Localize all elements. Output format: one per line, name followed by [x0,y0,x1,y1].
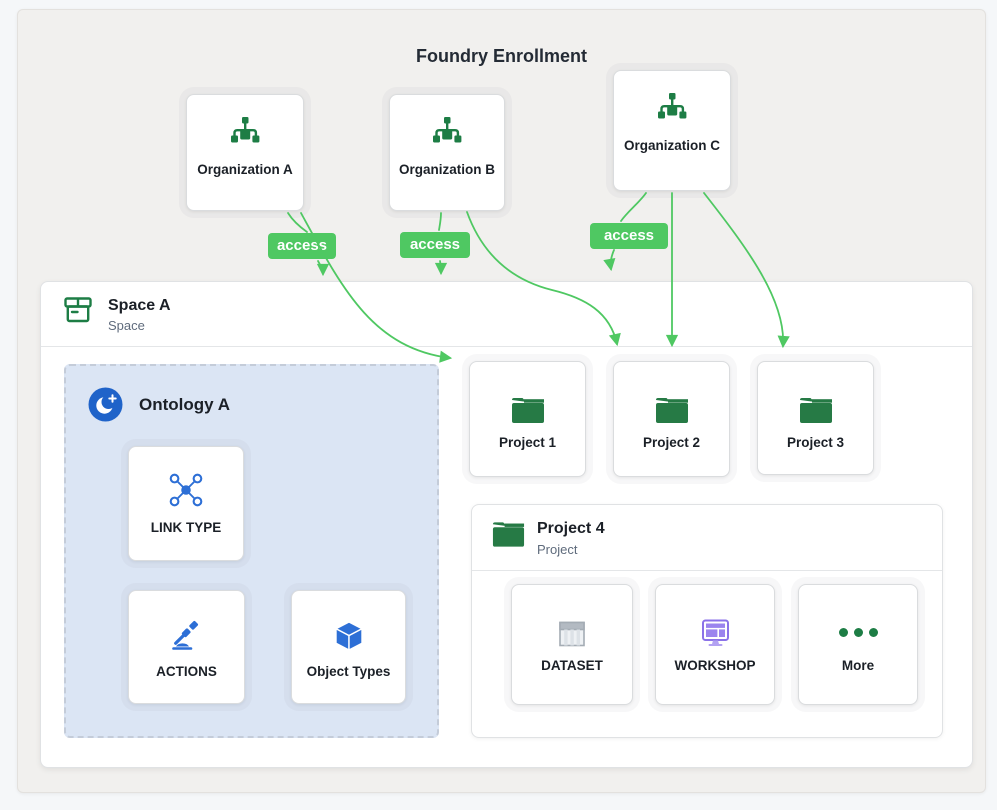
access-badge: access [590,223,668,249]
folder-icon [654,362,690,426]
page-title: Foundry Enrollment [416,46,587,66]
space-a-container: Space A Space Ontology A [40,281,973,768]
folder-icon [491,520,526,555]
project-label: Project 1 [498,435,557,450]
organization-c-card: Organization C [613,70,731,191]
object-types-label: Object Types [306,664,391,679]
ontology-moon-icon [88,387,123,427]
object-types-card: Object Types [291,590,406,704]
link-type-icon [165,447,207,511]
workshop-label: WORKSHOP [674,658,756,673]
project-4-subtitle: Project [537,542,578,557]
dataset-label: DATASET [541,658,603,673]
organization-label: Organization B [398,162,495,177]
project-4-header: Project 4 Project [472,505,942,571]
more-label: More [841,658,875,673]
project-2-card: Project 2 [613,361,730,477]
link-type-card: LINK TYPE [128,446,244,561]
project-1-card: Project 1 [469,361,586,477]
dataset-card: DATASET [511,584,633,705]
space-subtitle: Space [108,318,145,333]
organization-label: Organization C [623,138,720,153]
space-box-icon [62,293,94,332]
object-types-cube-icon [330,591,368,655]
organization-a-card: Organization A [186,94,304,211]
actions-label: ACTIONS [156,664,217,679]
ontology-title: Ontology A [139,395,230,414]
actions-card: ACTIONS [128,590,245,704]
org-chart-icon [652,71,692,129]
link-type-label: LINK TYPE [150,520,222,535]
project-4-container: Project 4 Project DATASET [471,504,943,738]
space-title: Space A [108,297,171,314]
actions-gavel-icon [168,591,206,655]
access-badge: access [400,232,470,258]
org-chart-icon [225,95,265,153]
more-card: More [798,584,918,705]
project-3-card: Project 3 [757,361,874,475]
organization-label: Organization A [197,162,293,177]
space-header: Space A Space [41,282,972,347]
more-dots-icon [838,585,878,649]
workshop-monitor-icon [699,585,732,649]
org-chart-icon [427,95,467,153]
access-badge: access [268,233,336,259]
folder-icon [798,362,834,426]
project-label: Project 3 [786,435,845,450]
project-4-title: Project 4 [537,520,605,537]
dataset-table-icon [557,585,587,649]
project-label: Project 2 [642,435,701,450]
workshop-card: WORKSHOP [655,584,775,705]
ontology-a-zone: Ontology A LINK TYPE [64,364,439,738]
folder-icon [510,362,546,426]
organization-b-card: Organization B [389,94,505,211]
